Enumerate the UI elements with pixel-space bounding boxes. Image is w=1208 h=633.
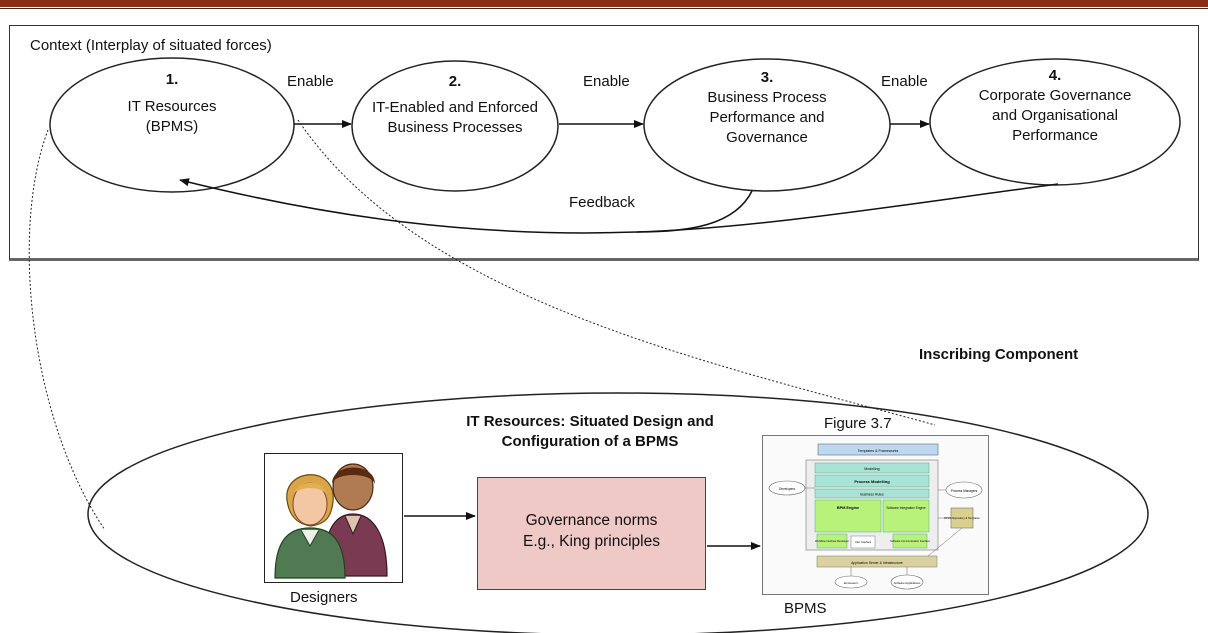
bpms-engine-text: BPM Engine: [837, 506, 859, 510]
top-rule: [0, 0, 1208, 7]
node-1-number: 1.: [165, 71, 179, 88]
designers-people-icon: [274, 463, 388, 579]
node-1-line-1: IT Resources: [127, 98, 217, 115]
governance-text: Governance norms E.g., King principles: [478, 510, 705, 552]
top-rule-thin: [0, 8, 1208, 9]
enable-label-1: Enable: [287, 73, 334, 90]
feedback-curve-3: [636, 190, 753, 233]
node-1-label: 1. IT Resources (BPMS): [72, 70, 272, 137]
dotted-connector-right: [297, 119, 936, 426]
bpms-bottom-right-text: Software Applications: [894, 581, 921, 585]
dotted-connector-left: [28, 129, 106, 531]
designers-label: Designers: [290, 589, 358, 606]
node-ellipse-3: [643, 58, 891, 192]
bpms-left-oval-text: Developers: [779, 487, 796, 491]
bpms-right-oval-text: Process Managers: [951, 489, 978, 493]
node-4-line-2: and Organisational: [992, 107, 1118, 124]
context-title: Context (Interplay of situated forces): [30, 37, 272, 54]
bpms-top-text: Templates & Frameworks: [858, 449, 899, 453]
bpms-sub-left-text: Workflow Interface Developer: [815, 539, 849, 543]
node-3-line-3: Governance: [726, 129, 808, 146]
governance-line-1: Governance norms: [525, 512, 658, 529]
node-3-label: 3. Business Process Performance and Gove…: [657, 68, 877, 148]
bpms-repo-text: BPMS Repository & Templates: [944, 516, 980, 520]
bpms-process-modelling-text: Process Modelling: [854, 479, 890, 484]
node-3-line-2: Performance and: [709, 109, 825, 126]
enable-label-2: Enable: [583, 73, 630, 90]
it-resources-title: IT Resources: Situated Design and Config…: [430, 412, 750, 452]
node-4-label: 4. Corporate Governance and Organisation…: [935, 66, 1175, 146]
bpms-label: BPMS: [784, 600, 827, 617]
node-2-line-1: IT-Enabled and Enforced: [372, 99, 538, 116]
bpms-figure: Templates & Frameworks Modelling Process…: [762, 435, 989, 595]
node-4-line-3: Performance: [1012, 127, 1098, 144]
it-resources-title-line-1: IT Resources: Situated Design and: [466, 413, 714, 430]
governance-box: Governance norms E.g., King principles: [477, 477, 706, 590]
bpms-integration-text: Software Integration Engine: [886, 506, 926, 510]
figure-label: Figure 3.7: [824, 415, 892, 432]
node-4-line-1: Corporate Governance: [978, 87, 1132, 104]
node-3-line-1: Business Process: [707, 89, 827, 106]
bpms-architecture-thumbnail: Templates & Frameworks Modelling Process…: [768, 443, 983, 590]
bpms-app-server-text: Application Server & Infrastructure: [851, 561, 903, 565]
node-3-number: 3.: [760, 69, 774, 86]
bpms-sub-mid-text: User Interface: [855, 540, 872, 544]
node-2-line-2: Business Processes: [387, 119, 523, 136]
node-ellipse-1: [49, 57, 295, 193]
feedback-label: Feedback: [569, 194, 635, 211]
bpms-bottom-left-text: End-users: [844, 581, 858, 585]
inscribing-label: Inscribing Component: [919, 346, 1079, 363]
node-4-number: 4.: [1048, 67, 1062, 84]
node-1-line-2: (BPMS): [145, 118, 199, 135]
it-resources-ellipse: [87, 392, 1149, 633]
it-resources-title-line-2: Configuration of a BPMS: [501, 433, 679, 450]
governance-line-2: E.g., King principles: [523, 533, 660, 550]
enable-label-3: Enable: [881, 73, 928, 90]
bpms-modelling-text: Modelling: [864, 467, 879, 471]
node-2-label: 2. IT-Enabled and Enforced Business Proc…: [345, 72, 565, 138]
node-ellipse-2: [351, 60, 559, 192]
bpms-sub-right-text: Software Communication Interface: [890, 539, 930, 543]
bpms-business-rules-text: Business Rules: [860, 493, 884, 497]
designers-image: [264, 453, 403, 583]
node-2-number: 2.: [448, 73, 462, 90]
context-box: [9, 25, 1199, 261]
feedback-curve-4: [179, 178, 1059, 234]
